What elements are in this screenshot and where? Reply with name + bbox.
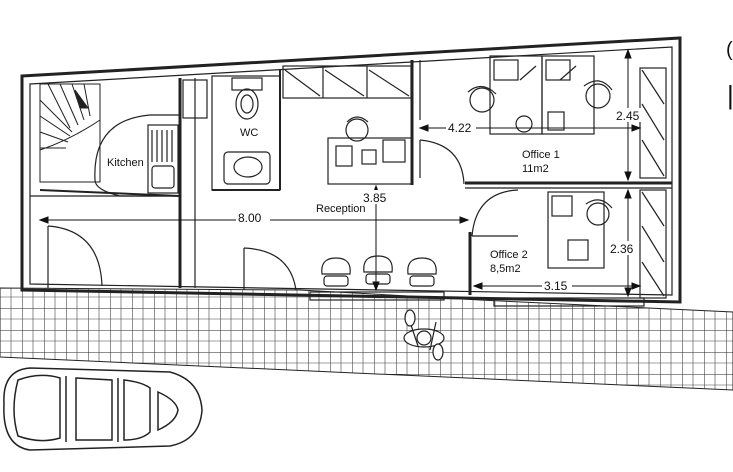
doors (47, 139, 519, 291)
sidewalk-paving (0, 287, 733, 391)
room-label-kitchen: Kitchen (107, 157, 144, 169)
wc-fixtures (182, 75, 281, 191)
edge-glyph-1: ( (726, 39, 733, 61)
room-label-reception: Reception (316, 203, 366, 215)
car (3, 367, 203, 451)
staircase (39, 83, 101, 183)
dimension-labels: 8.00 3.85 4.22 2.45 2.36 3.15 (236, 108, 644, 293)
room-label-office1: Office 1 (522, 149, 560, 161)
dim-office1-depth: 2.45 (616, 109, 640, 123)
dim-office2-depth: 2.36 (610, 242, 634, 256)
dimension-lines (38, 48, 642, 298)
dim-office1-width: 4.22 (448, 121, 472, 135)
kitchen-counter (94, 114, 181, 197)
room-area-office2: 8,5m2 (490, 263, 521, 275)
dim-reception-depth: 3.85 (363, 191, 387, 205)
office2-furniture (493, 189, 667, 307)
dim-total-width: 8.00 (238, 211, 262, 225)
room-label-office2: Office 2 (490, 249, 528, 261)
waiting-chairs (309, 255, 445, 301)
dim-office2-width: 3.15 (544, 279, 568, 293)
room-area-office1: 11m2 (522, 163, 549, 175)
room-label-wc: WC (240, 127, 258, 139)
office1-furniture (467, 55, 667, 179)
reception-furniture (282, 65, 413, 185)
building-walls (20, 36, 682, 304)
pedestrian-figure (403, 309, 445, 361)
edge-glyph-2: | (727, 80, 733, 110)
